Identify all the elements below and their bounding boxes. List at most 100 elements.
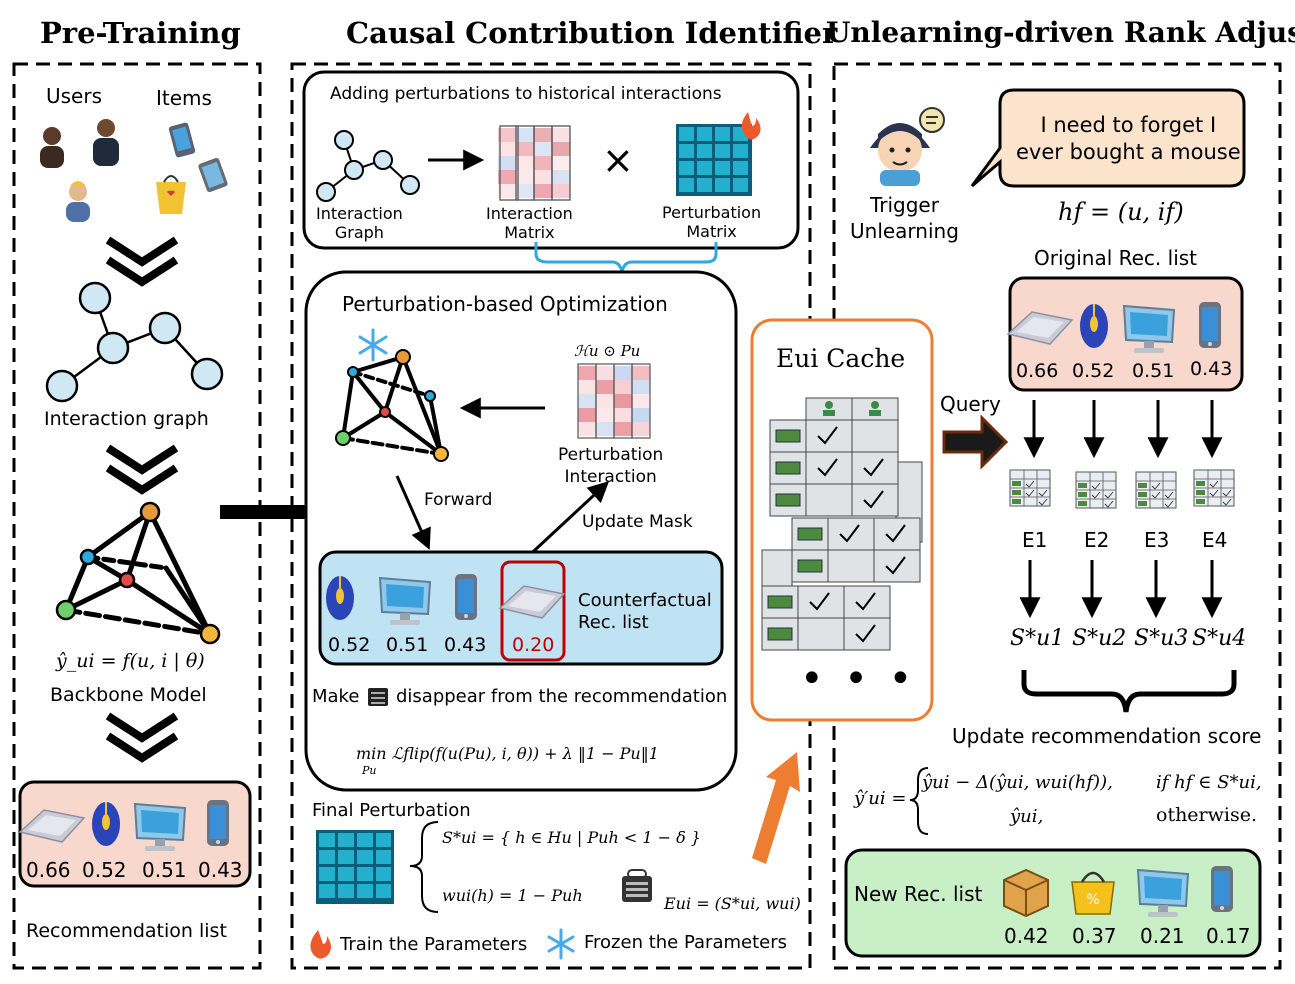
svg-text:%: % xyxy=(1086,892,1099,908)
forward-arrow xyxy=(395,475,431,550)
bubble-text: I need to forget I ever bought a mouse xyxy=(1016,113,1241,164)
shopping-bag-icon: % xyxy=(1071,871,1115,915)
optimization-title: Perturbation-based Optimization xyxy=(342,292,668,316)
cci-interaction-graph xyxy=(316,130,420,202)
removed-item-highlight xyxy=(500,560,566,662)
orange-up-arrow xyxy=(752,752,800,864)
cf-score-2: 0.51 xyxy=(386,634,429,656)
entry-e4: E4 xyxy=(1202,528,1228,552)
perturbation-matrix-label: Perturbation Matrix xyxy=(662,203,762,241)
mouse-icon xyxy=(325,575,355,621)
final-brace xyxy=(409,821,439,913)
pretrain-section-box xyxy=(12,62,262,970)
phone-icon xyxy=(1199,302,1221,348)
final-perturbation-matrix xyxy=(316,830,394,904)
cache-entry-icon xyxy=(1193,469,1235,507)
orig-score-3: 0.51 xyxy=(1132,360,1175,382)
phone-icon xyxy=(455,574,477,620)
flame-icon xyxy=(741,112,761,140)
snowflake-legend-icon xyxy=(547,928,575,960)
s-label-3: S*u3 xyxy=(1134,626,1189,651)
cache-entry-icon xyxy=(1135,471,1177,509)
update-mask-arrow xyxy=(520,481,610,564)
orig-score-2: 0.52 xyxy=(1072,360,1115,382)
phone-icon xyxy=(207,800,229,846)
phone-icon xyxy=(1211,866,1233,912)
new-score-4: 0.17 xyxy=(1206,924,1251,948)
rec-score-3: 0.51 xyxy=(142,858,187,882)
cf-score-3: 0.43 xyxy=(444,634,487,656)
perturbation-interaction-matrix xyxy=(577,363,651,439)
update-mask-label: Update Mask xyxy=(582,512,693,532)
s-label-4: S*u4 xyxy=(1192,626,1247,651)
e-formula: Eui = (S*ui, wui) xyxy=(664,894,801,913)
cache-title: Eui Cache xyxy=(776,344,906,373)
mouse-icon xyxy=(1079,303,1109,349)
s-formula: S*ui = { h ∈ Hu | Puh < 1 − δ } xyxy=(442,828,701,847)
cf-list-label: Counterfactual Rec. list xyxy=(578,590,712,633)
times-symbol: × xyxy=(602,138,634,182)
query-arrow xyxy=(942,414,1009,470)
flame-legend-icon xyxy=(310,930,331,959)
update-cond2: otherwise. xyxy=(1156,804,1258,826)
down-chevron-icon xyxy=(108,240,176,282)
backbone-graph xyxy=(55,501,221,645)
mouse-icon xyxy=(91,801,121,847)
backbone-formula: ŷ_ui = f(u, i | θ) xyxy=(56,650,205,672)
cache-tables xyxy=(761,397,923,651)
box-icon xyxy=(1003,868,1049,918)
min-subscript: Pu xyxy=(362,764,377,777)
perturbation-interaction-label: Perturbation Interaction xyxy=(558,445,664,487)
frozen-params-label: Frozen the Parameters xyxy=(584,932,788,953)
s-label-1: S*u1 xyxy=(1010,626,1065,651)
users-label: Users xyxy=(46,84,103,108)
cci-graph-label: Interaction Graph xyxy=(316,204,403,242)
person-icon xyxy=(870,107,945,186)
recommendation-list-box xyxy=(18,780,252,888)
update-case2: ŷui, xyxy=(1010,806,1044,827)
items-icon xyxy=(156,122,228,214)
new-score-1: 0.42 xyxy=(1004,924,1049,948)
adjuster-title: Unlearning-driven Rank Adjuster xyxy=(826,16,1295,49)
new-score-3: 0.21 xyxy=(1140,924,1185,948)
cci-title: Causal Contribution Identifier xyxy=(346,16,838,50)
orig-score-4: 0.43 xyxy=(1190,358,1233,380)
cf-removed-score: 0.20 xyxy=(512,634,555,656)
hadamard-label: ℋu ⊙ Pu xyxy=(574,342,641,360)
speech-bubble xyxy=(970,88,1246,188)
users-icon xyxy=(40,119,119,222)
forward-label: Forward xyxy=(424,490,493,510)
entry-down-arrows xyxy=(1019,560,1223,619)
cache-entry-icon xyxy=(1009,469,1051,507)
original-list-label: Original Rec. list xyxy=(1034,246,1198,270)
make-text: Make xyxy=(312,686,360,707)
piecewise-brace xyxy=(909,767,929,835)
y-prime-label: ŷ′ui = xyxy=(854,788,907,809)
rec-score-1: 0.66 xyxy=(26,858,71,882)
disappear-text: disappear from the recommendation xyxy=(396,686,728,707)
orig-score-1: 0.66 xyxy=(1016,360,1059,382)
keyboard-lock-icon xyxy=(622,869,652,902)
entry-e2: E2 xyxy=(1084,528,1110,552)
down-chevron-icon xyxy=(108,448,176,490)
interaction-matrix-icon xyxy=(498,125,571,201)
backbone-label: Backbone Model xyxy=(50,684,207,706)
rec-score-4: 0.43 xyxy=(198,858,243,882)
update-case1: ŷui − Δ(ŷui, wui(hf)), xyxy=(922,772,1113,793)
train-params-label: Train the Parameters xyxy=(340,934,528,955)
entry-e3: E3 xyxy=(1144,528,1170,552)
new-list-label: New Rec. list xyxy=(854,882,983,906)
pretrain-interaction-graph xyxy=(45,281,224,403)
down-chevron-icon xyxy=(108,716,176,758)
cache-entry-icon xyxy=(1075,471,1117,509)
items-label: Items xyxy=(156,86,212,110)
update-brace xyxy=(1021,670,1237,713)
pretrain-title: Pre-Training xyxy=(40,16,241,50)
update-cond1: if hf ∈ S*ui, xyxy=(1156,772,1262,793)
s-label-2: S*u2 xyxy=(1072,626,1127,651)
update-score-label: Update recommendation score xyxy=(952,724,1262,748)
interaction-matrix-label: Interaction Matrix xyxy=(486,204,573,242)
new-score-2: 0.37 xyxy=(1072,924,1117,948)
